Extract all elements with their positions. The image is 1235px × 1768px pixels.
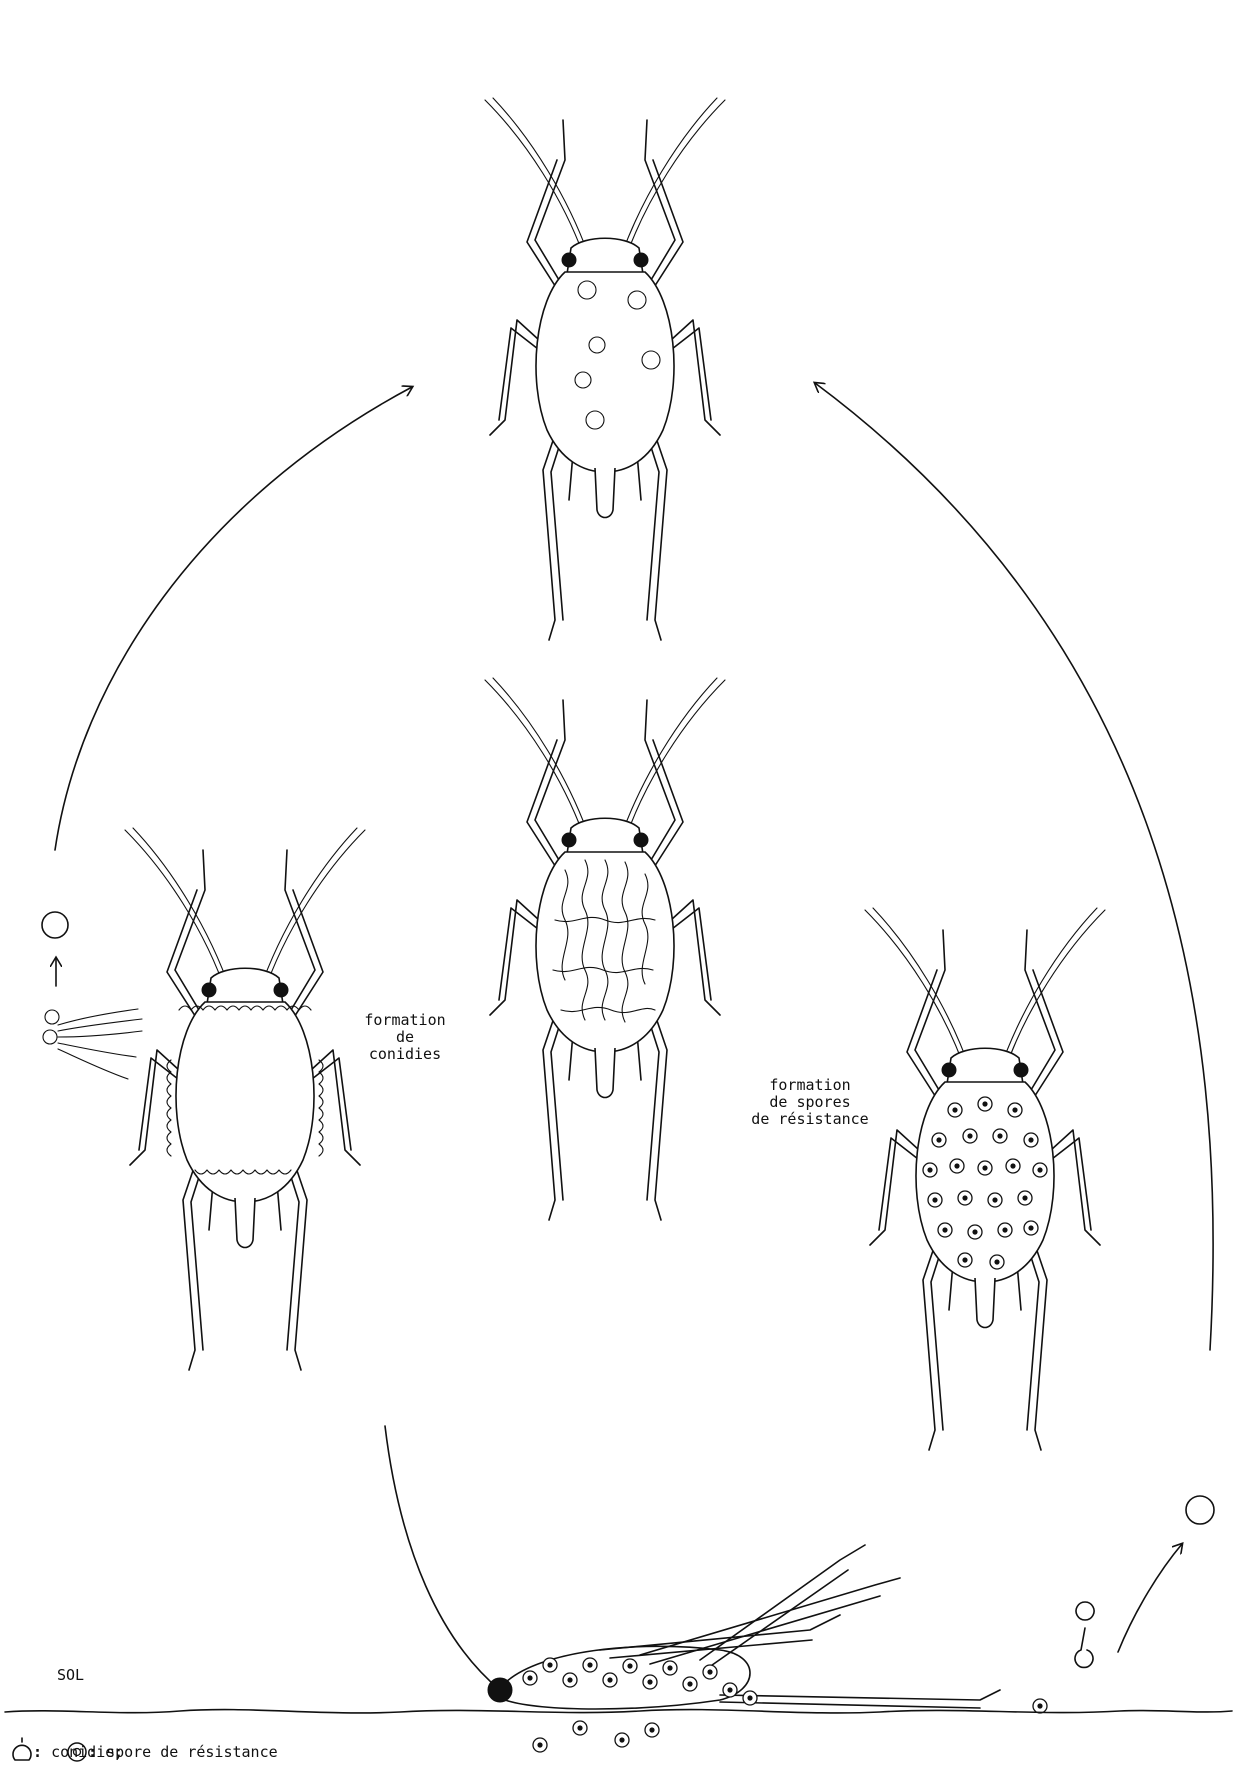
conidium-released-right: [1186, 1496, 1214, 1524]
cycle-arrow-bottom-left: [385, 1426, 500, 1690]
aphid-dead-on-soil: [488, 1545, 1000, 1709]
aphid-conidia: [125, 828, 365, 1370]
aphid-healthy: [485, 98, 725, 640]
legend-spore-text: : spore de résistance: [88, 1744, 278, 1761]
conidie-legend-icon: [13, 1738, 31, 1760]
label-sol: SOL: [57, 1667, 84, 1684]
soil-spore: [533, 1738, 547, 1752]
soil-line: [5, 1710, 1232, 1713]
germinating-spore: [1075, 1602, 1094, 1667]
label-formation-conidies: formation de conidies: [345, 1012, 465, 1063]
soil-spore: [1033, 1699, 1047, 1713]
soil-spore: [573, 1721, 587, 1735]
cycle-arrow-bottom-right: [1118, 1544, 1182, 1652]
aphid-mycelium: [485, 678, 725, 1220]
label-formation-spores: formation de spores de résistance: [740, 1077, 880, 1128]
cycle-arrow-left: [55, 387, 412, 850]
legend-spore-label: spore de résistance: [106, 1743, 278, 1761]
soil-spore: [615, 1733, 629, 1747]
soil-spore: [645, 1723, 659, 1737]
conidium-released-left: [42, 912, 68, 938]
aphid-resistance-spores: [865, 908, 1105, 1450]
conidiophore-cluster: [43, 1009, 142, 1079]
